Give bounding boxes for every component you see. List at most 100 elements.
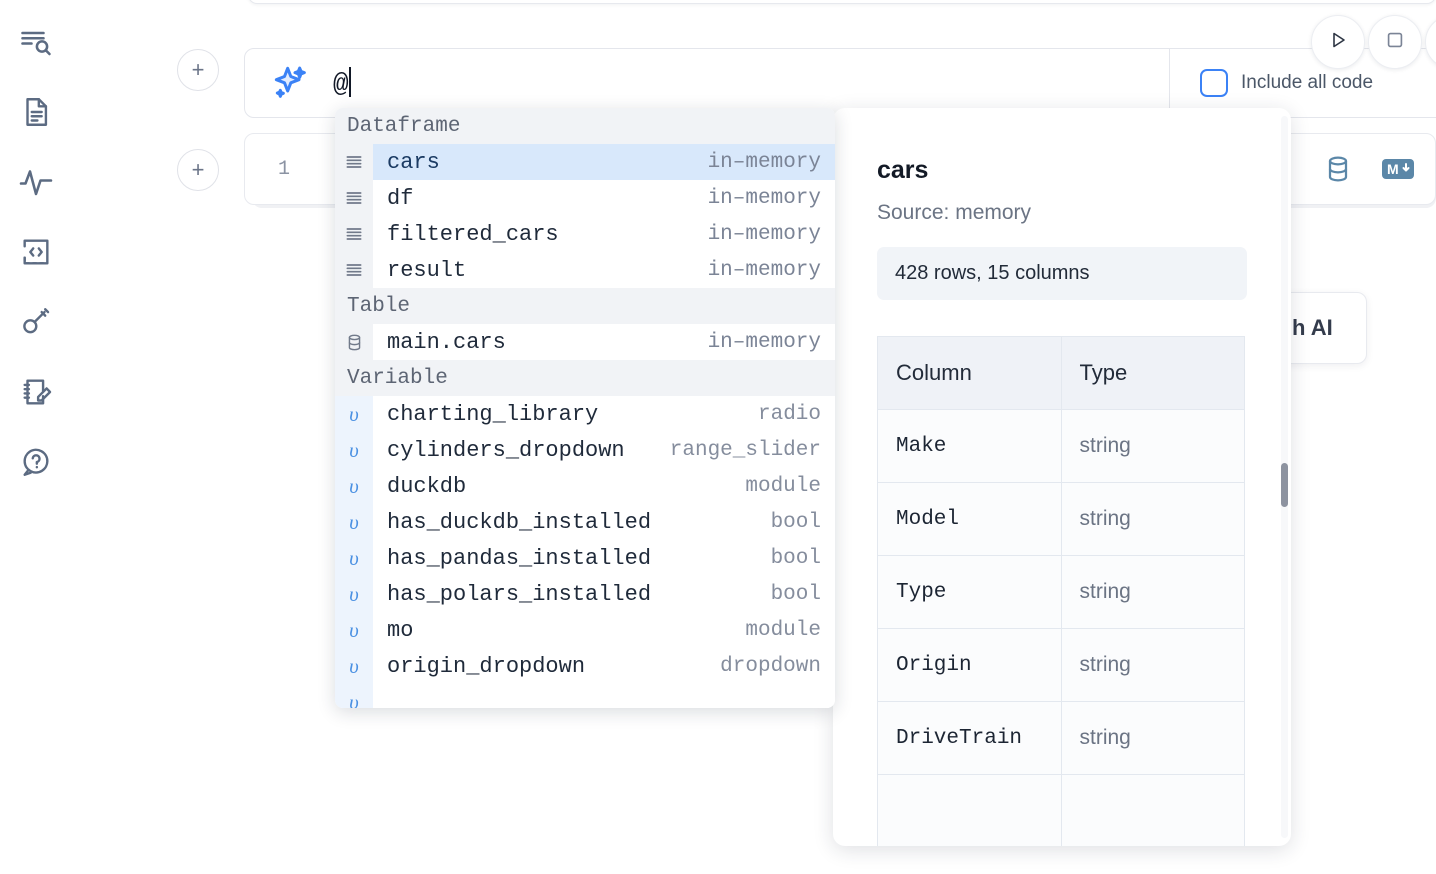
autocomplete-item-name: result: [387, 257, 467, 283]
ai-prompt-input[interactable]: @: [333, 67, 352, 99]
include-all-code-toggle[interactable]: Include all code: [1200, 69, 1373, 97]
variable-icon: υ: [335, 504, 373, 540]
detail-title: cars: [877, 156, 929, 184]
activity-pulse-icon: [18, 164, 54, 200]
schema-table-header-cell: Type: [1060, 336, 1245, 410]
autocomplete-item-name: has_pandas_installed: [387, 545, 652, 571]
variable-icon: υ: [335, 468, 373, 504]
variable-icon: υ: [335, 576, 373, 612]
plus-icon: +: [191, 157, 205, 182]
variable-icon: υ: [335, 684, 373, 708]
autocomplete-item-meta: in–memory: [707, 150, 821, 174]
autocomplete-item-partial[interactable]: υ: [335, 684, 835, 708]
markdown-icon[interactable]: M: [1381, 156, 1415, 182]
schema-column-type: string: [1060, 701, 1245, 775]
variable-icon: υ: [335, 540, 373, 576]
include-all-code-checkbox[interactable]: [1200, 69, 1228, 97]
autocomplete-item-meta: in–memory: [707, 222, 821, 246]
code-snippet-icon: [19, 235, 53, 269]
add-cell-button-top[interactable]: +: [177, 49, 219, 91]
database-icon: [335, 324, 373, 360]
autocomplete-item[interactable]: cars in–memory: [335, 144, 835, 180]
autocomplete-item-meta: module: [745, 618, 821, 642]
autocomplete-item-name: filtered_cars: [387, 221, 559, 247]
sidebar-item-explore[interactable]: [12, 18, 60, 66]
svg-text:M: M: [1387, 161, 1399, 177]
dataframe-rows-icon: [335, 144, 373, 180]
autocomplete-group-header: Table: [335, 288, 835, 324]
variable-icon: υ: [335, 648, 373, 684]
sidebar-item-activity[interactable]: [12, 158, 60, 206]
detail-shape-badge: 428 rows, 15 columns: [877, 247, 1247, 300]
ai-suggestion-chip[interactable]: h AI: [1281, 292, 1367, 364]
sidebar-item-secrets[interactable]: [12, 298, 60, 346]
variable-icon: υ: [335, 432, 373, 468]
autocomplete-item-meta: module: [745, 474, 821, 498]
autocomplete-group-header: Variable: [335, 360, 835, 396]
sidebar-item-file[interactable]: [12, 88, 60, 136]
schema-column-name: Make: [877, 409, 1062, 483]
search-outline-icon: [18, 24, 54, 60]
text-cursor: [349, 67, 352, 97]
sidebar-item-help[interactable]: [12, 438, 60, 486]
detail-scrollbar-thumb[interactable]: [1281, 463, 1288, 507]
table-row-partial: [877, 774, 1245, 846]
cell-toolbar: M: [1323, 134, 1415, 204]
schema-column-type: string: [1060, 409, 1245, 483]
autocomplete-item[interactable]: υ cylinders_dropdown range_slider: [335, 432, 835, 468]
ai-prompt-cell: @: [244, 48, 1170, 118]
run-button[interactable]: [1311, 15, 1365, 69]
schema-column-name: Origin: [877, 628, 1062, 702]
autocomplete-item[interactable]: filtered_cars in–memory: [335, 216, 835, 252]
autocomplete-group-header: Dataframe: [335, 108, 835, 144]
autocomplete-item-name: cars: [387, 149, 440, 175]
autocomplete-item-meta: range_slider: [669, 438, 821, 462]
schema-column-name: DriveTrain: [877, 701, 1062, 775]
play-icon: [1326, 28, 1350, 57]
autocomplete-item-meta: in–memory: [707, 258, 821, 282]
schema-column-type: string: [1060, 555, 1245, 629]
autocomplete-item-name: main.cars: [387, 329, 506, 355]
dataframe-rows-icon: [335, 180, 373, 216]
autocomplete-item-meta: bool: [770, 510, 821, 534]
autocomplete-item-name: df: [387, 185, 414, 211]
stop-button[interactable]: [1368, 15, 1422, 69]
key-icon: [19, 305, 53, 339]
line-number-gutter: 1: [245, 134, 323, 204]
database-icon[interactable]: [1323, 154, 1353, 184]
autocomplete-item-name: cylinders_dropdown: [387, 437, 625, 463]
variable-detail-panel: cars Source: memory 428 rows, 15 columns…: [833, 108, 1291, 846]
schema-column-name: Type: [877, 555, 1062, 629]
notebook-card-above: [248, 0, 1436, 4]
autocomplete-item-meta: bool: [770, 546, 821, 570]
sidebar-item-scratchpad[interactable]: [12, 368, 60, 416]
schema-column-name: Model: [877, 482, 1062, 556]
variable-icon: υ: [335, 396, 373, 432]
autocomplete-item-name: has_duckdb_installed: [387, 509, 652, 535]
line-number: 1: [277, 157, 290, 181]
ai-chip-label: h AI: [1292, 315, 1333, 340]
sidebar-item-snippets[interactable]: [12, 228, 60, 276]
stop-square-icon: [1384, 29, 1406, 56]
autocomplete-item[interactable]: υ has_pandas_installed bool: [335, 540, 835, 576]
autocomplete-item[interactable]: result in–memory: [335, 252, 835, 288]
add-cell-button-below[interactable]: +: [177, 149, 219, 191]
autocomplete-item[interactable]: υ has_duckdb_installed bool: [335, 504, 835, 540]
autocomplete-item-name: mo: [387, 617, 414, 643]
